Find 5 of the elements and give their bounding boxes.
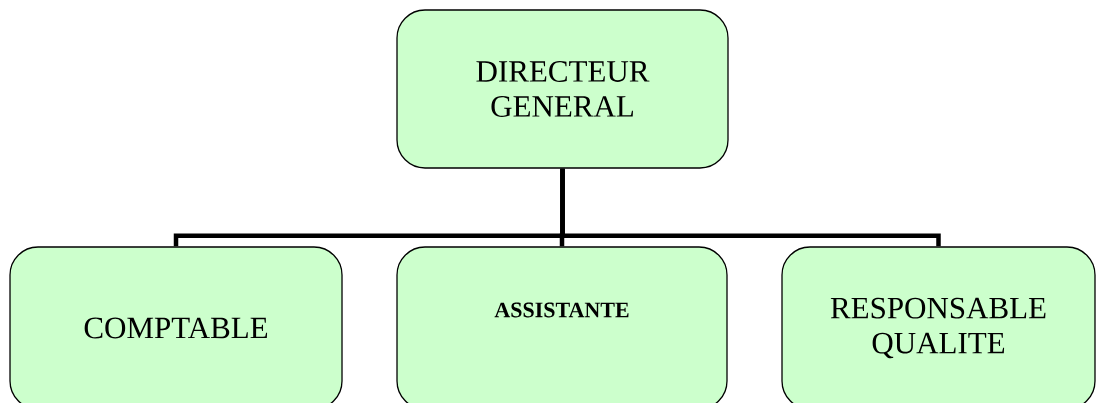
connector (560, 168, 941, 247)
org-box: ASSISTANTE (396, 246, 728, 403)
org-box: RESPONSABLE QUALITE (781, 246, 1096, 403)
org-box: COMPTABLE (9, 246, 343, 403)
org-box: DIRECTEUR GENERAL (396, 9, 729, 169)
